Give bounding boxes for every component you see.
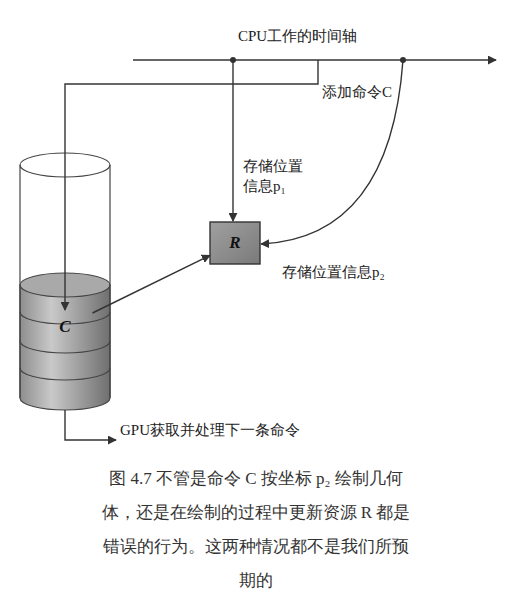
timeline xyxy=(133,57,496,63)
annotation: GPU获取并处理下一条命令 xyxy=(120,420,380,440)
resource-box xyxy=(210,222,260,264)
annotation: 存储位置信息p₂ xyxy=(282,262,442,282)
command-slot: C xyxy=(22,313,108,340)
add-command-wire xyxy=(65,60,318,310)
annotation: CPU工作的时间轴 xyxy=(238,26,398,46)
connector-arrow xyxy=(92,255,210,313)
annotation: 添加命令C xyxy=(322,82,432,102)
figure-caption: 图 4.7 不管是命令 C 按坐标 p₂ 绘制几何体，还是在绘制的过程中更新资源… xyxy=(98,462,414,590)
gpu-fetch-wire xyxy=(65,410,116,440)
p1-wire xyxy=(232,60,233,221)
node-text: R xyxy=(229,233,240,253)
node-text: C xyxy=(59,317,70,337)
annotation: 存储位置信息p₁ xyxy=(243,156,307,196)
resource-box-label: R xyxy=(210,222,260,264)
